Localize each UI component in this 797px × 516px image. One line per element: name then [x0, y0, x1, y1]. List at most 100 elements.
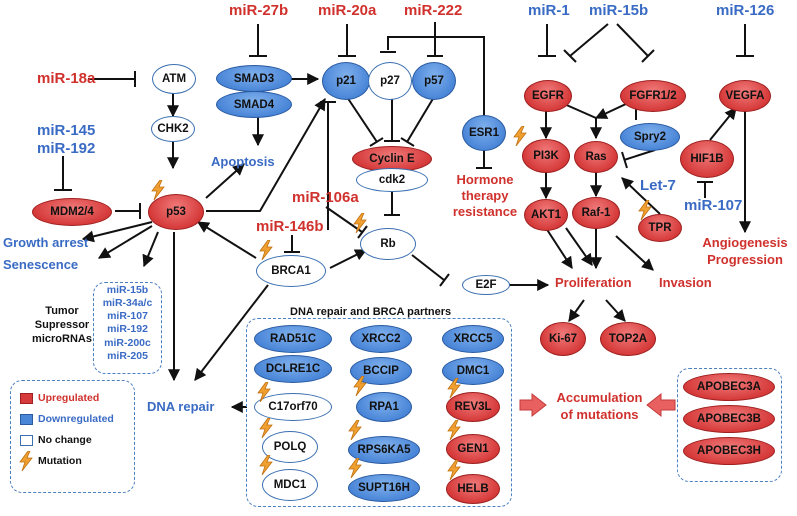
dna-repair-box: [246, 318, 512, 507]
mutation-icon: [151, 180, 165, 200]
mutation-icon: [447, 460, 461, 480]
tumor-suppressor-label-2: Supressor: [34, 319, 90, 331]
node-dclre1c: DCLRE1C: [254, 355, 332, 383]
mutation-icon: [259, 240, 273, 260]
mutation-icon: [353, 376, 367, 396]
node-cdk2: cdk2: [356, 168, 428, 192]
mutation-icon: [259, 418, 273, 438]
node-gen1: GEN1: [446, 434, 500, 464]
mir-18a-label: miR-18a: [37, 70, 96, 87]
dna-repair-box-title: DNA repair and BRCA partners: [290, 306, 452, 318]
mir-1-label: miR-1: [528, 2, 570, 19]
node-rps6ka5: RPS6KA5: [348, 436, 420, 464]
node-p27: p27: [368, 62, 412, 100]
node-p57: p57: [412, 62, 456, 100]
node-ras: Ras: [574, 141, 618, 173]
mutation-icon: [257, 382, 271, 402]
legend-upregulated-swatch: [20, 393, 33, 404]
node-rev3l: REV3L: [446, 392, 500, 422]
node-rad51c: RAD51C: [254, 325, 332, 353]
growth-arrest-label: Growth arrest: [3, 235, 89, 250]
node-e2f: E2F: [462, 275, 510, 295]
node-raf1: Raf-1: [572, 197, 620, 229]
node-pi3k: PI3K: [522, 139, 570, 173]
tumor-suppressor-label-1: Tumor: [45, 305, 79, 317]
node-fgfr: FGFR1/2: [620, 80, 686, 112]
node-akt1: AKT1: [524, 199, 568, 231]
legend-downregulated-swatch: [20, 414, 33, 425]
node-mdm2: MDM2/4: [32, 198, 112, 226]
mir-146b-label: miR-146b: [256, 218, 324, 235]
progression-label: Progression: [707, 252, 783, 267]
legend-no-change: No change: [38, 434, 92, 446]
node-tpr: TPR: [638, 214, 682, 242]
mutation-icon: [447, 378, 461, 398]
mir-222-label: miR-222: [404, 2, 463, 19]
mutation-icon: [447, 420, 461, 440]
hormone-label-1: Hormone: [456, 172, 514, 187]
mutation-icon: [348, 458, 362, 478]
angiogenesis-label: Angiogenesis: [702, 235, 788, 250]
node-smad4: SMAD4: [216, 91, 292, 118]
mir-145-label: miR-145: [37, 122, 96, 139]
node-apobec3h: APOBEC3H: [683, 437, 775, 465]
node-esr1: ESR1: [462, 115, 506, 151]
mir-27b-label: miR-27b: [229, 2, 289, 19]
hormone-label-2: therapy: [461, 188, 509, 203]
node-atm: ATM: [152, 64, 196, 94]
mir-20a-label: miR-20a: [318, 2, 377, 19]
legend-box: [10, 380, 135, 493]
node-brca1: BRCA1: [256, 255, 326, 287]
mir-15b-label: miR-15b: [589, 2, 649, 19]
tumor-suppressor-label-3: microRNAs: [32, 333, 92, 345]
node-egfr: EGFR: [524, 80, 572, 112]
list-item: miR-34a/c: [102, 297, 153, 310]
accumulation-label-1: Accumulation: [556, 390, 643, 405]
node-polq: POLQ: [262, 431, 318, 463]
node-chk2: CHK2: [151, 116, 195, 142]
node-helb: HELB: [446, 474, 500, 504]
node-spry2: Spry2: [620, 123, 680, 151]
legend-upregulated: Upregulated: [38, 392, 100, 404]
senescence-label: Senescence: [3, 257, 79, 272]
mutation-icon: [638, 200, 652, 220]
node-hif1b: HIF1B: [680, 140, 734, 178]
proliferation-label: Proliferation: [555, 275, 632, 290]
mir-107-label: miR-107: [684, 197, 743, 214]
dna-repair-label: DNA repair: [147, 399, 215, 414]
node-apobec3a: APOBEC3A: [683, 373, 775, 401]
node-rb: Rb: [360, 228, 416, 260]
node-mdc1: MDC1: [262, 469, 318, 501]
node-c17orf70: C17orf70: [254, 393, 332, 421]
node-supt16h: SUPT16H: [348, 474, 420, 502]
list-item: miR-205: [107, 349, 148, 362]
list-item: miR-200c: [104, 336, 151, 349]
node-p21: p21: [322, 62, 370, 100]
tumor-suppressor-list: miR-15b miR-34a/c miR-107 miR-192 miR-20…: [94, 284, 161, 363]
mutation-icon: [348, 420, 362, 440]
node-dmc1: DMC1: [442, 357, 504, 385]
legend-no-change-swatch: [20, 435, 33, 446]
node-xrcc5: XRCC5: [442, 325, 504, 353]
list-item: miR-192: [107, 323, 148, 336]
hormone-label-3: resistance: [452, 204, 518, 219]
accumulation-label-2: of mutations: [560, 407, 639, 422]
node-apobec3b: APOBEC3B: [683, 405, 775, 433]
tumor-suppressor-box: [93, 282, 162, 374]
list-item: miR-15b: [106, 284, 149, 296]
mutation-icon: [353, 213, 367, 233]
node-p53: p53: [148, 194, 204, 230]
list-item: miR-107: [107, 310, 148, 323]
legend-mutation: Mutation: [38, 455, 82, 467]
legend-downregulated: Downregulated: [38, 413, 114, 425]
node-ki67: Ki-67: [540, 322, 586, 356]
mir-106a-label: miR-106a: [292, 189, 359, 206]
apoptosis-label: Apoptosis: [211, 154, 275, 169]
legend-mutation-icon: [19, 451, 33, 471]
let-7-label: Let-7: [640, 177, 676, 194]
mutation-icon: [513, 126, 527, 146]
mir-192-label: miR-192: [37, 140, 96, 157]
node-rpa1: RPA1: [356, 392, 412, 422]
mutation-icon: [259, 455, 273, 475]
